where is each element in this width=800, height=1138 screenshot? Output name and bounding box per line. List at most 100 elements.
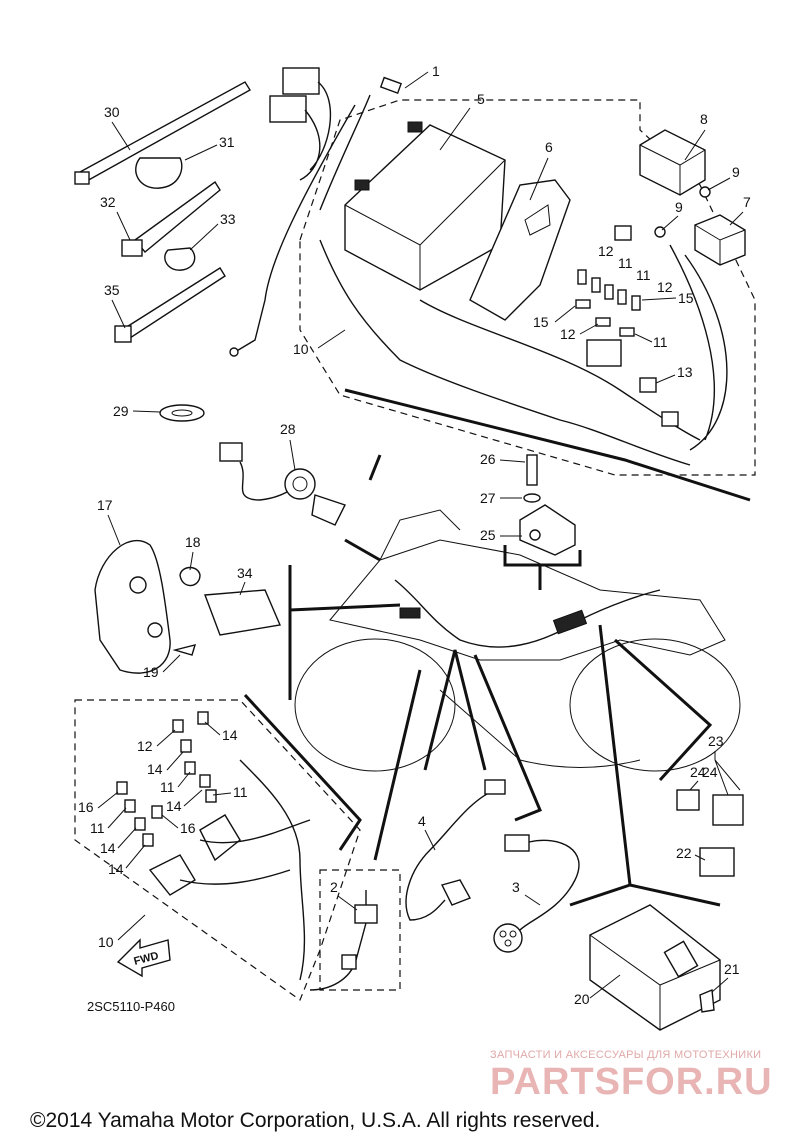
callout-11e: 11 <box>233 784 248 800</box>
callout-16b: 16 <box>180 820 196 836</box>
callout-16a: 16 <box>78 799 94 815</box>
motorcycle-silhouette <box>294 509 741 772</box>
callout-8: 8 <box>700 111 708 127</box>
callout-32: 32 <box>100 194 116 210</box>
callout-19: 19 <box>143 664 159 680</box>
terminal-bolt <box>319 76 403 211</box>
callout-14c: 14 <box>166 798 182 814</box>
callout-24b: 24 <box>702 764 718 780</box>
ecu-34 <box>204 589 281 636</box>
callout-labels: 1 5 6 8 9 9 7 12 11 11 12 15 15 12 11 13… <box>78 63 751 1007</box>
callout-11c: 11 <box>653 334 668 350</box>
connector-13-plug <box>661 411 679 427</box>
sensor-2-outline <box>319 869 401 991</box>
harness-relay-box <box>199 814 241 862</box>
regulator <box>589 904 721 1031</box>
ecu-bracket <box>94 539 201 674</box>
callout-24a: 24 <box>690 764 706 780</box>
callout-14d: 14 <box>100 840 116 856</box>
coupler <box>614 225 632 241</box>
callout-18: 18 <box>185 534 201 550</box>
bolt-9a <box>699 186 711 198</box>
leader-4 <box>423 649 487 771</box>
forward-arrow-icon <box>116 938 171 978</box>
clip-33 <box>164 247 196 271</box>
callout-15b: 15 <box>533 314 549 330</box>
harness-connector-front <box>399 607 421 619</box>
watermark-logo: PARTSFOR.RU <box>490 1061 773 1103</box>
callout-25: 25 <box>480 527 496 543</box>
callout-5: 5 <box>477 91 485 107</box>
callout-27: 27 <box>480 490 496 506</box>
couplers-23 <box>676 789 744 877</box>
fuses <box>575 269 641 337</box>
callout-22: 22 <box>676 845 692 861</box>
callout-33: 33 <box>220 211 236 227</box>
leader-28 <box>344 538 381 562</box>
washer-27 <box>523 493 541 503</box>
callout-15a: 15 <box>678 290 694 306</box>
bracket-20 <box>569 883 721 907</box>
leader-3 <box>473 654 542 822</box>
callout-10b: 10 <box>98 934 114 950</box>
callout-14e: 14 <box>108 861 124 877</box>
harness-connector-rear <box>552 609 588 635</box>
bracket-25 <box>519 504 576 556</box>
sub-harness-connectors <box>269 67 332 181</box>
callout-3: 3 <box>512 879 520 895</box>
callout-2: 2 <box>330 879 338 895</box>
clamp-31 <box>135 157 183 189</box>
callout-11f: 11 <box>90 820 105 836</box>
callout-30: 30 <box>104 104 120 120</box>
callout-7: 7 <box>743 194 751 210</box>
callout-12b: 12 <box>657 279 673 295</box>
callout-6: 6 <box>545 139 553 155</box>
harness-group-outline <box>74 699 361 1001</box>
callout-29: 29 <box>113 403 129 419</box>
relay <box>694 214 746 266</box>
bolt-21 <box>699 988 715 1013</box>
callout-11d: 11 <box>160 779 175 795</box>
harness-fuses <box>116 711 217 847</box>
leader-2 <box>373 669 422 861</box>
battery <box>344 121 506 291</box>
callout-17: 17 <box>97 497 113 513</box>
callout-11a: 11 <box>618 255 633 271</box>
fuse-box <box>586 339 622 367</box>
callout-28: 28 <box>280 421 296 437</box>
callout-9b: 9 <box>675 199 683 215</box>
connector-13 <box>639 377 657 393</box>
callout-20: 20 <box>574 991 590 1007</box>
leader-20 <box>598 624 632 886</box>
battery-band <box>469 179 571 321</box>
leader-34 <box>289 603 401 612</box>
harness-group-bracket <box>243 693 362 851</box>
bracket-25-line <box>503 545 582 567</box>
callout-11b: 11 <box>636 267 651 283</box>
leader-23 <box>613 638 713 782</box>
callout-12d: 12 <box>137 738 153 754</box>
callout-31: 31 <box>219 134 235 150</box>
callout-14a: 14 <box>222 727 238 743</box>
watermark-tagline: ЗАПЧАСТИ И АКСЕССУАРЫ ДЛЯ МОТОТЕХНИКИ <box>490 1049 761 1061</box>
callout-1: 1 <box>432 63 440 79</box>
starter-relay <box>639 129 706 196</box>
dc-socket <box>219 442 346 526</box>
callout-14b: 14 <box>147 761 163 777</box>
callout-23: 23 <box>708 733 724 749</box>
callout-12c: 12 <box>560 326 576 342</box>
cable-tie-35 <box>124 267 226 340</box>
callout-9a: 9 <box>732 164 740 180</box>
cable-tie-32 <box>133 180 221 253</box>
callout-34: 34 <box>237 565 253 581</box>
ground-lead <box>234 104 356 353</box>
callout-13: 13 <box>677 364 693 380</box>
copyright-notice: ©2014 Yamaha Motor Corporation, U.S.A. A… <box>30 1109 600 1132</box>
sensor-4 <box>405 779 506 921</box>
callout-4: 4 <box>418 813 426 829</box>
grommet-29 <box>159 404 205 422</box>
callout-10a: 10 <box>293 341 309 357</box>
harness-coupler <box>148 854 196 896</box>
sensor-3 <box>493 834 580 953</box>
